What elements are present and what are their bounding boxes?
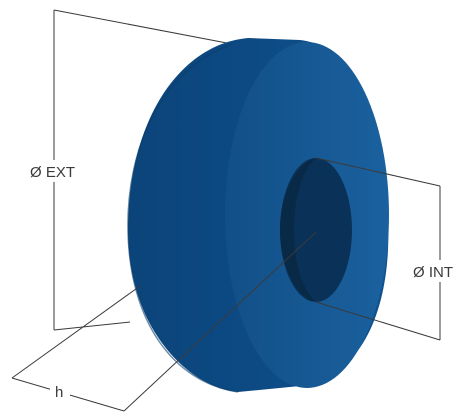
ring-edge-highlight [127, 43, 239, 393]
ring-bore-shadow [280, 158, 316, 302]
int-label-background [411, 260, 465, 282]
ext-label-background [28, 160, 84, 182]
ext-bottom-extension-line [53, 321, 131, 331]
ext-top-extension-line [53, 9, 233, 45]
inner-diameter-label: Ø INT [413, 264, 453, 281]
int-bottom-extension-line [315, 301, 441, 341]
outer-diameter-label: Ø EXT [30, 164, 75, 181]
int-top-extension-line [315, 157, 441, 187]
ferrite-ring [127, 38, 389, 393]
ring-bore [280, 158, 352, 302]
axis-extension-line-front [123, 231, 317, 412]
axis-extension-line-back [11, 285, 141, 379]
height-label: h [55, 384, 63, 401]
height-label-background [50, 380, 70, 402]
